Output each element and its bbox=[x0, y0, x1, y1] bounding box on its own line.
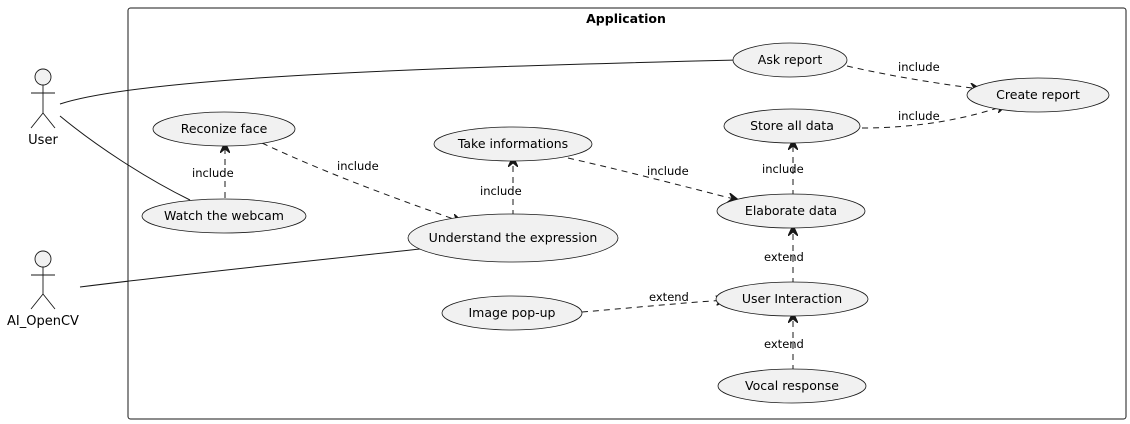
actor-ai-head bbox=[34, 250, 52, 268]
label-elaborate-store: include bbox=[762, 162, 804, 176]
use-case-image-popup[interactable]: Image pop-up bbox=[441, 295, 583, 331]
system-boundary: Application bbox=[127, 7, 1127, 420]
dep-reconize-understand bbox=[261, 142, 462, 222]
actor-ai-label: AI_OpenCV bbox=[7, 314, 79, 329]
use-case-understand-expression[interactable]: Understand the expression bbox=[407, 213, 619, 263]
use-case-vocal-response-label: Vocal response bbox=[745, 378, 839, 393]
label-reconize-understand: include bbox=[337, 159, 379, 173]
use-case-take-informations[interactable]: Take informations bbox=[433, 126, 593, 162]
use-case-take-informations-label: Take informations bbox=[457, 136, 568, 151]
use-case-reconize-face-label: Reconize face bbox=[181, 121, 268, 136]
label-understand-take: include bbox=[480, 184, 522, 198]
dep-take-elaborate bbox=[567, 157, 738, 200]
use-case-image-popup-label: Image pop-up bbox=[468, 305, 555, 320]
label-take-elaborate: include bbox=[647, 164, 689, 178]
label-vocal-interaction: extend bbox=[764, 337, 804, 351]
use-case-watch-webcam-label: Watch the webcam bbox=[164, 208, 284, 223]
use-case-create-report-label: Create report bbox=[996, 87, 1080, 102]
label-popup-interaction: extend bbox=[649, 290, 689, 304]
assoc-user-watch-webcam bbox=[59, 115, 191, 201]
use-case-elaborate-data[interactable]: Elaborate data bbox=[716, 193, 866, 229]
use-case-create-report[interactable]: Create report bbox=[966, 77, 1110, 113]
assoc-ai-understand bbox=[79, 248, 421, 288]
use-case-user-interaction[interactable]: User Interaction bbox=[715, 281, 869, 317]
use-case-understand-expression-label: Understand the expression bbox=[429, 230, 598, 245]
label-ask-create: include bbox=[898, 60, 940, 74]
actor-user-label: User bbox=[28, 133, 58, 148]
dep-popup-interaction bbox=[581, 300, 726, 313]
label-store-create: include bbox=[898, 109, 940, 123]
actor-ai-opencv[interactable]: AI_OpenCV bbox=[7, 250, 79, 329]
use-case-store-all-data[interactable]: Store all data bbox=[723, 108, 861, 144]
use-case-vocal-response[interactable]: Vocal response bbox=[717, 368, 867, 404]
actor-user-head bbox=[34, 68, 52, 86]
label-watch-reconize: include bbox=[192, 166, 234, 180]
dep-ask-create bbox=[846, 65, 980, 89]
use-case-elaborate-data-label: Elaborate data bbox=[745, 203, 837, 218]
use-case-ask-report-label: Ask report bbox=[758, 52, 823, 67]
use-case-ask-report[interactable]: Ask report bbox=[732, 42, 848, 78]
use-case-watch-webcam[interactable]: Watch the webcam bbox=[141, 198, 307, 234]
label-interaction-elaborate: extend bbox=[764, 250, 804, 264]
system-title: Application bbox=[586, 11, 666, 26]
assoc-user-ask-report bbox=[59, 59, 739, 105]
use-case-store-all-data-label: Store all data bbox=[750, 118, 834, 133]
use-case-reconize-face[interactable]: Reconize face bbox=[152, 111, 296, 147]
use-case-user-interaction-label: User Interaction bbox=[742, 291, 842, 306]
actor-user[interactable]: User bbox=[28, 68, 58, 148]
dep-store-create bbox=[861, 105, 1006, 129]
